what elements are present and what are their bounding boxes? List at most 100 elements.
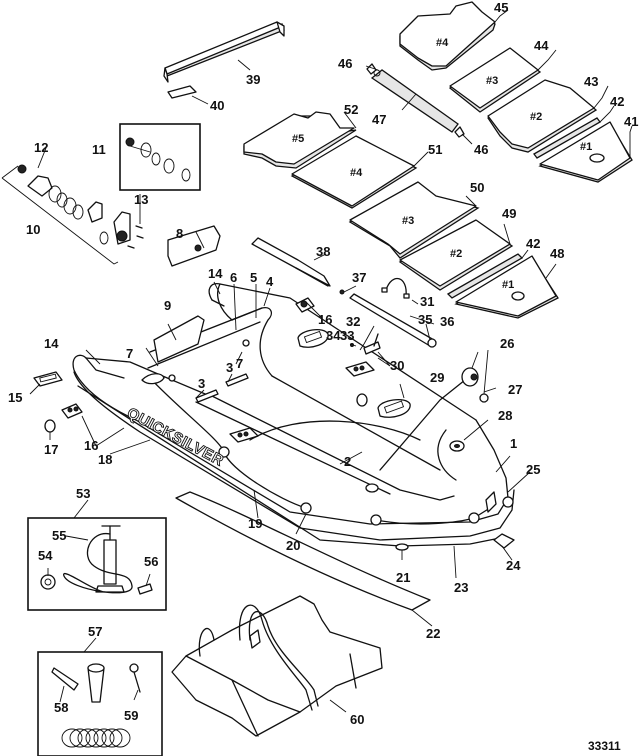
callout-1: 1: [510, 436, 517, 451]
callout-46a: 46: [338, 56, 352, 71]
callout-26: 26: [500, 336, 514, 351]
callout-25: 25: [526, 462, 540, 477]
pump-kit-box: [27, 517, 167, 611]
seat-label: #5: [292, 133, 304, 145]
seat-label: #3: [402, 215, 414, 227]
callout-16a: 16: [318, 312, 332, 327]
callout-59: 59: [124, 708, 138, 723]
callout-11: 11: [92, 142, 106, 157]
callout-5: 5: [250, 270, 257, 285]
seat-label: #2: [530, 111, 542, 123]
inflation-valve-26: [461, 367, 489, 403]
callout-54: 54: [38, 548, 53, 563]
seat-label: #3: [486, 75, 498, 87]
callout-46b: 46: [474, 142, 488, 157]
oar-blade-38: [251, 237, 331, 287]
callout-16b: 16: [84, 438, 98, 453]
callout-51: 51: [428, 142, 442, 157]
carry-bag-60: [171, 595, 383, 737]
valve-kit-parts: [1, 164, 144, 265]
callout-36: 36: [440, 314, 454, 329]
callout-6: 6: [230, 270, 237, 285]
callout-57: 57: [88, 624, 102, 639]
brand-decal: QUICKSILVER: [124, 405, 226, 470]
handle-15: [33, 371, 63, 387]
callout-56: 56: [144, 554, 158, 569]
floor-board-45: #4: [399, 1, 496, 71]
callout-52: 52: [344, 102, 358, 117]
callout-45: 45: [494, 0, 508, 15]
callout-17: 17: [44, 442, 58, 457]
callout-2: 2: [344, 454, 351, 469]
motor-pad-8: [167, 225, 221, 267]
callout-49: 49: [502, 206, 516, 221]
seat-label: #2: [450, 248, 462, 260]
callout-41: 41: [624, 114, 638, 129]
seat-label: #1: [580, 141, 592, 153]
callout-53: 53: [76, 486, 90, 501]
callout-9: 9: [164, 298, 171, 313]
callout-8: 8: [176, 226, 183, 241]
callout-13: 13: [134, 192, 148, 207]
callout-12: 12: [34, 140, 48, 155]
callout-58: 58: [54, 700, 68, 715]
oarlock-assembly-30: [350, 333, 381, 355]
floor-board-52: #5: [243, 111, 357, 169]
callout-48: 48: [550, 246, 564, 261]
callout-22: 22: [426, 626, 440, 641]
seat-label: #4: [350, 167, 363, 179]
seat-bracket-40: [167, 85, 197, 99]
callout-labels: 1 2 3 3 4 5 6 7 7 8 9 10 11 12 13 14 14 …: [8, 0, 638, 727]
callout-44: 44: [534, 38, 549, 53]
keel-strip-22: [175, 491, 431, 611]
callout-10: 10: [26, 222, 40, 237]
callout-38: 38: [316, 244, 330, 259]
callout-3b: 3: [226, 360, 233, 375]
callout-7a: 7: [236, 356, 243, 371]
side-stringer-47: [366, 63, 465, 138]
callout-32: 32: [346, 314, 360, 329]
callout-42a: 42: [610, 94, 624, 109]
floor-board-44: #3: [448, 47, 542, 113]
callout-40: 40: [210, 98, 224, 113]
callout-7b: 7: [126, 346, 133, 361]
seat-bench-39: [163, 21, 285, 83]
callout-3a: 3: [198, 376, 205, 391]
callout-21: 21: [396, 570, 410, 585]
floor-board-43: #2: [487, 79, 598, 153]
floor-board-48: #1: [454, 255, 559, 319]
seat-label: #4: [436, 37, 449, 49]
callout-29: 29: [430, 370, 444, 385]
callout-55: 55: [52, 528, 66, 543]
callout-27: 27: [508, 382, 522, 397]
callout-4: 4: [266, 274, 274, 289]
pin-37: [339, 289, 345, 295]
retaining-strap-31: [381, 278, 410, 299]
valve-seal-kit-box: [119, 123, 201, 191]
callout-34: 34: [326, 328, 341, 343]
callout-28: 28: [498, 408, 512, 423]
callout-24: 24: [506, 558, 521, 573]
leader-lines: [29, 9, 633, 713]
callout-33: 33: [340, 328, 354, 343]
callout-47: 47: [372, 112, 386, 127]
callout-42b: 42: [526, 236, 540, 251]
oar-shaft-35: [349, 293, 437, 348]
callout-14a: 14: [208, 266, 223, 281]
seat-label: #1: [502, 279, 514, 291]
callout-30: 30: [390, 358, 404, 373]
callout-14b: 14: [44, 336, 59, 351]
figure-number: 33311: [588, 739, 621, 753]
callout-31: 31: [420, 294, 434, 309]
callout-60: 60: [350, 712, 364, 727]
callout-20: 20: [286, 538, 300, 553]
callout-37: 37: [352, 270, 366, 285]
callout-23: 23: [454, 580, 468, 595]
callout-50: 50: [470, 180, 484, 195]
oarlock-patch-16-loose: [61, 403, 83, 419]
callout-43: 43: [584, 74, 598, 89]
callout-39: 39: [246, 72, 260, 87]
repair-kit-box: [37, 651, 163, 756]
o-ring-17: [44, 419, 56, 433]
